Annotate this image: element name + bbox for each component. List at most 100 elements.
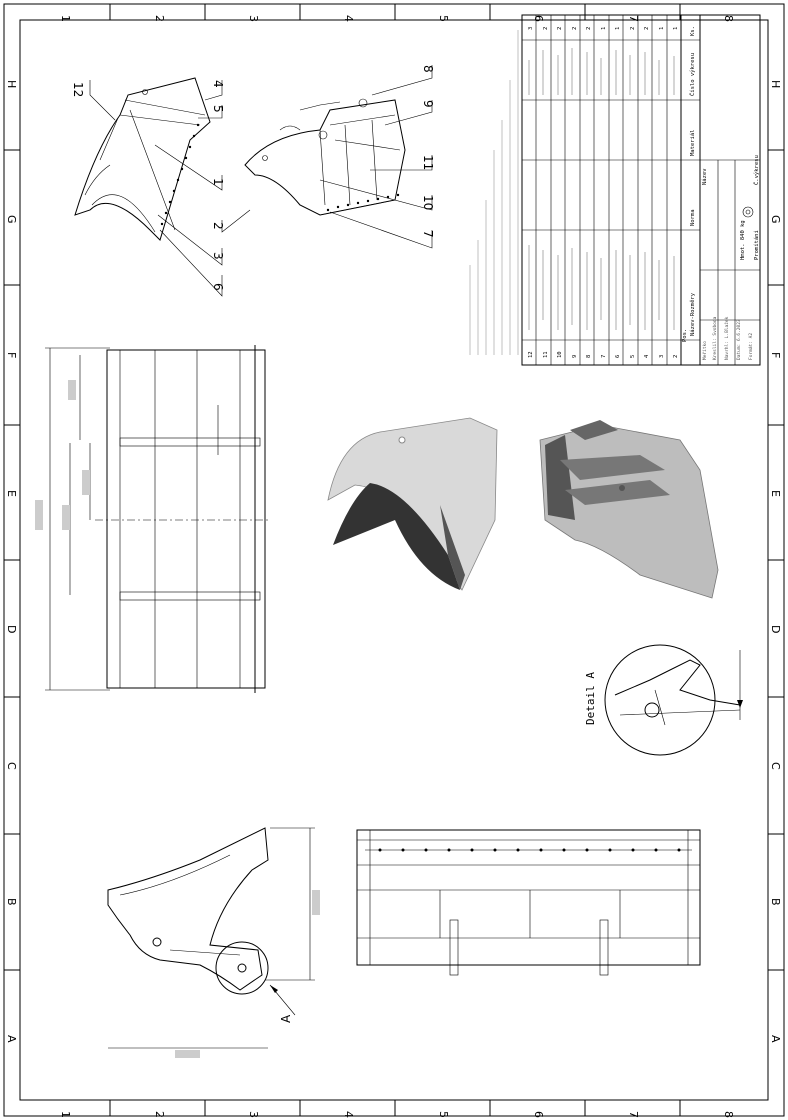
callout-7: 7 [421, 230, 435, 238]
callout-5: 5 [211, 105, 225, 113]
bolt-row-left [160, 123, 200, 226]
bolt-row-right [326, 193, 400, 212]
zone-row-right-B: B [769, 898, 782, 906]
callout-8: 8 [421, 65, 435, 73]
tb-designed: Navrhl: L.Blažek [723, 316, 730, 360]
zone-row-left-C: C [5, 762, 18, 770]
callout-9: 9 [421, 100, 435, 108]
bom-header-material: Materiál [689, 130, 696, 157]
zone-row-left-G: G [5, 215, 18, 224]
bom-qty-10: 2 [557, 27, 563, 30]
title-block: Název Hmot. 840 kg Promítání Č.výkresu M… [699, 14, 761, 366]
bom-qty-4: 2 [644, 27, 650, 30]
bom-pos-2: 2 [673, 355, 679, 358]
bom-pos-8: 8 [586, 355, 592, 358]
bom-pos-6: 6 [615, 355, 621, 358]
zone-col-bottom-1: 1 [59, 1111, 72, 1118]
zone-col-top-1: 1 [59, 15, 72, 22]
zone-col-bottom-5: 5 [437, 1111, 450, 1118]
tb-title-label: Název [701, 168, 708, 185]
zone-col-top-4: 4 [342, 15, 355, 22]
render-view-front [327, 417, 498, 591]
row-zones: H G F E D C B A H G F E D C B A [4, 80, 784, 1043]
render-view-back [539, 420, 719, 599]
zone-col-bottom-4: 4 [342, 1111, 355, 1118]
bom-header-pos: Pos. [682, 329, 688, 342]
callout-2: 2 [211, 222, 225, 230]
bom-qty-6: 1 [615, 27, 621, 30]
bom-header-name: Název-Rozměry [689, 292, 696, 336]
bom-qty-5: 2 [630, 27, 636, 30]
bom-pos-9: 9 [572, 355, 578, 358]
leaders [89, 65, 433, 297]
zone-col-bottom-8: 8 [722, 1111, 735, 1118]
callout-4: 4 [211, 80, 225, 88]
tb-projection: Promítání [753, 230, 760, 260]
projection-symbol [742, 206, 754, 218]
zone-row-left-D: D [5, 625, 18, 633]
front-view [356, 829, 701, 976]
bom-pos-12: 12 [528, 351, 534, 358]
part-callouts: 12 4 5 1 2 3 6 8 9 11 10 7 [71, 65, 435, 291]
exploded-view-left [74, 77, 211, 241]
front-bolts [378, 848, 681, 852]
bom-pos-5: 5 [630, 355, 636, 358]
detail-a-label: Detail A [584, 672, 597, 725]
zone-row-right-C: C [769, 762, 782, 770]
zone-row-right-E: E [769, 490, 782, 497]
bom-table: Pos. Název-Rozměry Norma Materiál Číslo … [521, 14, 701, 366]
zone-col-top-5: 5 [437, 15, 450, 22]
bom-qty-12: 3 [528, 27, 534, 30]
callout-11: 11 [421, 155, 435, 170]
zone-row-right-H: H [769, 80, 782, 88]
callout-10: 10 [421, 195, 435, 210]
zone-col-bottom-6: 6 [532, 1111, 545, 1118]
bom-pos-11: 11 [543, 351, 549, 358]
zone-row-right-F: F [769, 352, 782, 358]
zone-row-left-F: F [5, 352, 18, 358]
exploded-view-right [244, 98, 406, 216]
callout-12: 12 [71, 82, 85, 97]
bom-qty-3: 1 [659, 27, 665, 30]
zone-col-bottom-7: 7 [627, 1111, 640, 1118]
zone-col-bottom-3: 3 [247, 1111, 260, 1118]
callout-3: 3 [211, 252, 225, 260]
bom-pos-7: 7 [601, 355, 607, 358]
zone-row-left-A: A [5, 1035, 18, 1043]
bom-header-drawing: Číslo výkresu [689, 53, 696, 96]
callout-1: 1 [211, 178, 225, 186]
top-view [35, 345, 270, 693]
bom-faint-text [528, 48, 675, 330]
zone-col-top-2: 2 [153, 15, 166, 22]
tb-mass: Hmot. 840 kg [740, 220, 746, 260]
side-view: A [107, 827, 320, 1058]
bom-qty-11: 2 [543, 27, 549, 30]
zone-row-right-A: A [769, 1035, 782, 1043]
bom-qty-7: 1 [601, 27, 607, 30]
bom-pos-10: 10 [557, 351, 563, 358]
zone-col-top-6: 6 [532, 15, 545, 22]
bom-qty-2: 1 [673, 27, 679, 30]
column-zones: 1 2 3 4 5 6 7 8 1 2 3 4 5 6 7 8 [59, 4, 735, 1118]
bom-header-qty: Ks. [690, 26, 696, 36]
callout-6: 6 [211, 283, 225, 291]
bom-qty-9: 2 [572, 27, 578, 30]
zone-row-right-D: D [769, 625, 782, 633]
bom-header-norm: Norma [690, 209, 696, 226]
zone-col-bottom-2: 2 [153, 1111, 166, 1118]
zone-row-left-E: E [5, 490, 18, 497]
detail-a-marker [215, 941, 269, 995]
zone-row-left-B: B [5, 898, 18, 906]
bom-pos-3: 3 [659, 355, 665, 358]
zone-row-left-H: H [5, 80, 18, 88]
tb-date: Datum: 6.6.2023 [736, 319, 742, 360]
tb-drawn: Kreslil: Svoboda [712, 316, 718, 360]
tb-format: Formát: A2 [747, 333, 754, 360]
zone-col-top-3: 3 [247, 15, 260, 22]
zone-row-right-G: G [769, 215, 782, 224]
notes-faint [469, 30, 519, 355]
tb-scale: Meřítko [701, 341, 708, 360]
section-marker-a: A [279, 1014, 293, 1023]
zone-col-top-8: 8 [722, 15, 735, 22]
